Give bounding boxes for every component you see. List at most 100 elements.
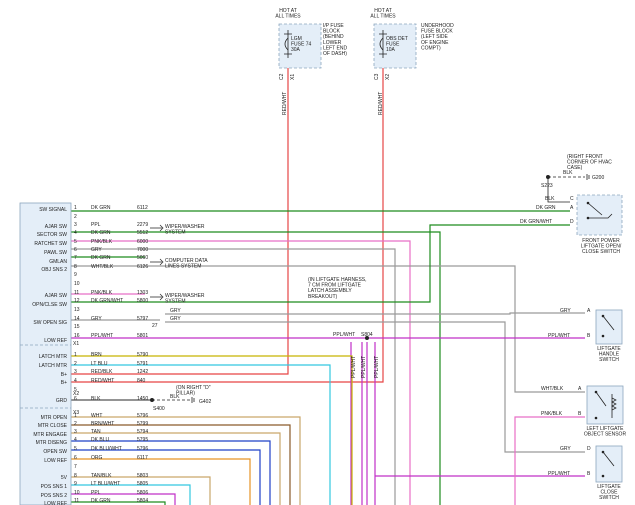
- module-label: SW OPEN SIG: [33, 320, 67, 326]
- pin-number: 7: [74, 255, 77, 261]
- wire-color-label: PPL: [91, 490, 101, 496]
- pin-number: 1: [74, 413, 77, 419]
- pin-number: 12: [74, 298, 80, 304]
- wire-color-label: DK GRN: [91, 230, 111, 236]
- pin-number: 1: [74, 205, 77, 211]
- connector-label: X2: [73, 391, 79, 397]
- circuit-number: 5512: [137, 230, 148, 236]
- module-label: LATCH MTR: [39, 363, 68, 369]
- module-box: [19, 202, 72, 505]
- front-switch-wire-dkgrn: DK GRN: [536, 205, 556, 211]
- front-switch-box: [576, 194, 623, 236]
- fuse-left-pin-c2: C2: [279, 73, 285, 80]
- module-label: LOW REF: [44, 338, 67, 344]
- pin-number: 3: [74, 369, 77, 375]
- wire-color-label: LT BLU: [91, 361, 108, 367]
- module-label: SW SIGNAL: [39, 207, 67, 213]
- module-label: OBJ SNS 2: [41, 267, 67, 273]
- circuit-number: 5790: [137, 352, 148, 358]
- s804-drop-1: PPL/WHT: [351, 356, 357, 378]
- circuit-number: 5806: [137, 490, 148, 496]
- pin-number: 2: [74, 214, 77, 220]
- wire-color-label: TAN: [91, 429, 101, 435]
- close-switch-pin-d: D: [587, 446, 591, 452]
- wire-color-label: PNK/BLK: [91, 290, 113, 296]
- pin-number: 8: [74, 473, 77, 479]
- pin-number: 10: [74, 281, 80, 287]
- pin-number: 13: [74, 307, 80, 313]
- pin-number: 15: [74, 324, 80, 330]
- pin-number: 9: [74, 272, 77, 278]
- s804-label: S804: [361, 332, 373, 338]
- module-label: LOW REF: [44, 501, 67, 505]
- circuit-number: 1242: [137, 369, 148, 375]
- wire-27: 27: [152, 323, 158, 329]
- s400-blk: BLK: [170, 394, 180, 400]
- module-label: MTR DISENG: [36, 440, 68, 446]
- module-label: RATCHET SW: [34, 241, 67, 247]
- fuse-right-wire-label: RED/WHT: [378, 92, 384, 115]
- gry-upper: GRY: [170, 308, 181, 314]
- pin-number: 5: [74, 239, 77, 245]
- wire-color-label: DK BLU: [91, 437, 109, 443]
- pin-number: 4: [74, 378, 77, 384]
- gry-lower: GRY: [170, 316, 181, 322]
- circuit-number: 5796: [137, 446, 148, 452]
- pin-number: 1: [74, 352, 77, 358]
- wire-color-label: RED/BLK: [91, 369, 113, 375]
- wires: [71, 68, 585, 505]
- s804-drop-3: PPL/WHT: [374, 356, 380, 378]
- circuit-number: 5060: [137, 255, 148, 261]
- close-switch-wire-gry: GRY: [560, 446, 571, 452]
- close-switch-box: [595, 445, 623, 483]
- s223-label: S223: [541, 183, 553, 189]
- object-sensor-pin-a: A: [578, 386, 582, 392]
- s400-note: (ON RIGHT "D"PILLAR): [176, 385, 211, 397]
- module-label: PAWL SW: [44, 250, 67, 256]
- module-label: POS SNS 1: [41, 484, 68, 490]
- circuit-number: 5791: [137, 361, 148, 367]
- front-switch-wire-blk: BLK: [545, 196, 555, 202]
- wire-color-label: DK GRN: [91, 498, 111, 504]
- module-label: SECTOR SW: [37, 232, 67, 238]
- pin-number: 6: [74, 455, 77, 461]
- fuse-right-pin-c3: C3: [374, 73, 380, 80]
- module-label: B+: [61, 372, 67, 378]
- handle-switch-wire-gry: GRY: [560, 308, 571, 314]
- pin-number: 6: [74, 247, 77, 253]
- wire-color-label: BLK: [91, 396, 101, 402]
- circuit-number: 6112: [137, 205, 148, 211]
- circuit-number: 5800: [137, 298, 148, 304]
- g200-label: G200: [592, 175, 604, 181]
- fuse-right-pin-x2: X2: [385, 74, 391, 80]
- circuit-number: 5804: [137, 498, 148, 504]
- pin-number: 14: [74, 316, 80, 322]
- circuit-number: 1303: [137, 290, 148, 296]
- wire-color-label: ORG: [91, 455, 103, 461]
- circuit-number: 5796: [137, 413, 148, 419]
- s400-label: S400: [153, 406, 165, 412]
- wire-color-label: PNK/BLK: [91, 239, 113, 245]
- wire-color-label: DK GRN/WHT: [91, 298, 123, 304]
- circuit-number: 2279: [137, 222, 148, 228]
- handle-switch-pin-a: A: [587, 308, 591, 314]
- pin-number: 4: [74, 230, 77, 236]
- fuse-left-wire-label: RED/WHT: [282, 92, 288, 115]
- front-switch-wire-dkgrnwht: DK GRN/WHT: [520, 219, 552, 225]
